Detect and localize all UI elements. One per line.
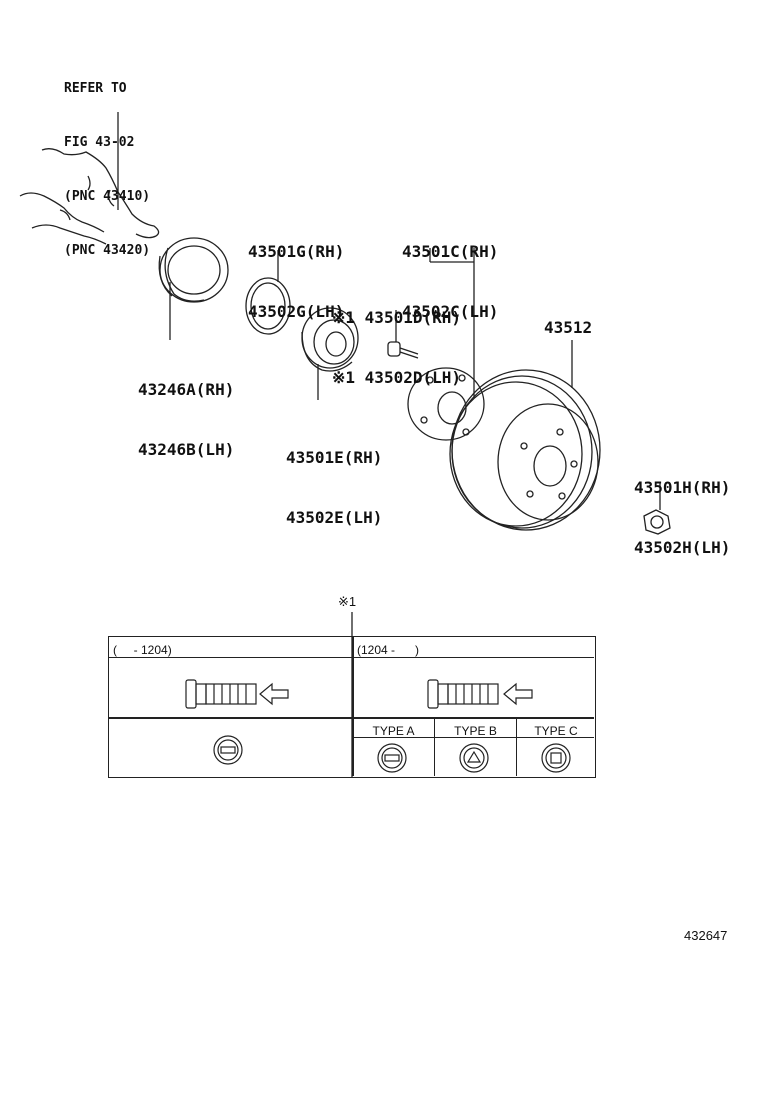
nut-h-rh: 43501H(RH)	[634, 478, 731, 497]
left-header-text: ( - 1204)	[113, 643, 172, 657]
stud-head-type-a-icon	[377, 743, 407, 773]
brake-disc-drawing	[449, 340, 601, 531]
bolt-d-lh: ※1 43502D(LH)	[332, 368, 461, 387]
type-a-label: TYPE A	[353, 720, 434, 739]
refer-line-1: REFER TO	[64, 81, 127, 96]
oil-seal-drawing	[158, 237, 229, 340]
bearing-e-rh: 43501E(RH)	[286, 448, 383, 467]
table-type-border	[353, 737, 594, 738]
type-c-text: TYPE C	[534, 724, 578, 738]
table-left-header: ( - 1204)	[113, 639, 172, 658]
stud-type-table: ( - 1204) (1204 - ) TYPE A TYPE B TYPE C	[108, 636, 596, 778]
hub-c-rh: 43501C(RH)	[402, 242, 499, 261]
table-type-divider-2	[516, 718, 517, 776]
figure-number: 432647	[684, 928, 728, 943]
label-disc: 43512	[544, 318, 593, 337]
label-snap-ring: 43501G(RH) 43502G(LH)	[248, 202, 344, 342]
refer-line-4: (PNC 43420)	[64, 243, 151, 258]
hub-c-lh: 43502C(LH)	[402, 302, 499, 321]
label-seal: 43246A(RH) 43246B(LH)	[138, 340, 234, 480]
snap-ring-lh: 43502G(LH)	[248, 302, 345, 321]
type-b-text: TYPE B	[454, 724, 497, 738]
hub-nut-drawing	[643, 482, 671, 535]
hub-stud-right-drawing	[427, 679, 533, 709]
refer-line-3: (PNC 43410)	[64, 189, 151, 204]
right-header-text: (1204 - )	[357, 643, 420, 657]
bearing-e-lh: 43502E(LH)	[286, 508, 383, 527]
hub-stud-left-drawing	[185, 679, 289, 709]
table-divider-v	[352, 637, 354, 776]
snap-ring-drawing	[245, 250, 291, 335]
table-right-header: (1204 - )	[357, 639, 419, 658]
label-nut-h: 43501H(RH) 43502H(LH)	[634, 438, 730, 578]
seal-rh: 43246A(RH)	[138, 380, 235, 399]
label-bolt-d: ※1 43501D(RH) ※1 43502D(LH)	[332, 268, 461, 408]
seal-lh: 43246B(LH)	[138, 440, 235, 459]
bolt-d-rh: ※1 43501D(RH)	[332, 308, 461, 327]
table-row2-border	[109, 717, 594, 719]
refer-line-2: FIG 43-02	[64, 135, 135, 150]
snap-ring-rh: 43501G(RH)	[248, 242, 345, 261]
nut-h-lh: 43502H(LH)	[634, 538, 731, 557]
stud-head-type-b-icon	[459, 743, 489, 773]
type-b-label: TYPE B	[435, 720, 516, 739]
bearing-drawing	[301, 307, 359, 400]
type-c-label: TYPE C	[517, 720, 595, 739]
label-hub-c: 43501C(RH) 43502C(LH)	[402, 202, 498, 342]
label-bearing-e: 43501E(RH) 43502E(LH)	[286, 408, 382, 548]
stud-head-left-icon	[213, 735, 243, 765]
table-type-divider-1	[434, 718, 435, 776]
table-header-border	[109, 657, 594, 658]
axle-hub-drawing	[407, 248, 485, 441]
type-a-text: TYPE A	[372, 724, 415, 738]
note-marker: ※1	[338, 594, 357, 609]
stud-head-type-c-icon	[541, 743, 571, 773]
hub-bolt-drawing	[387, 310, 419, 359]
refer-note: REFER TO FIG 43-02 (PNC 43410) (PNC 4342…	[64, 44, 150, 278]
